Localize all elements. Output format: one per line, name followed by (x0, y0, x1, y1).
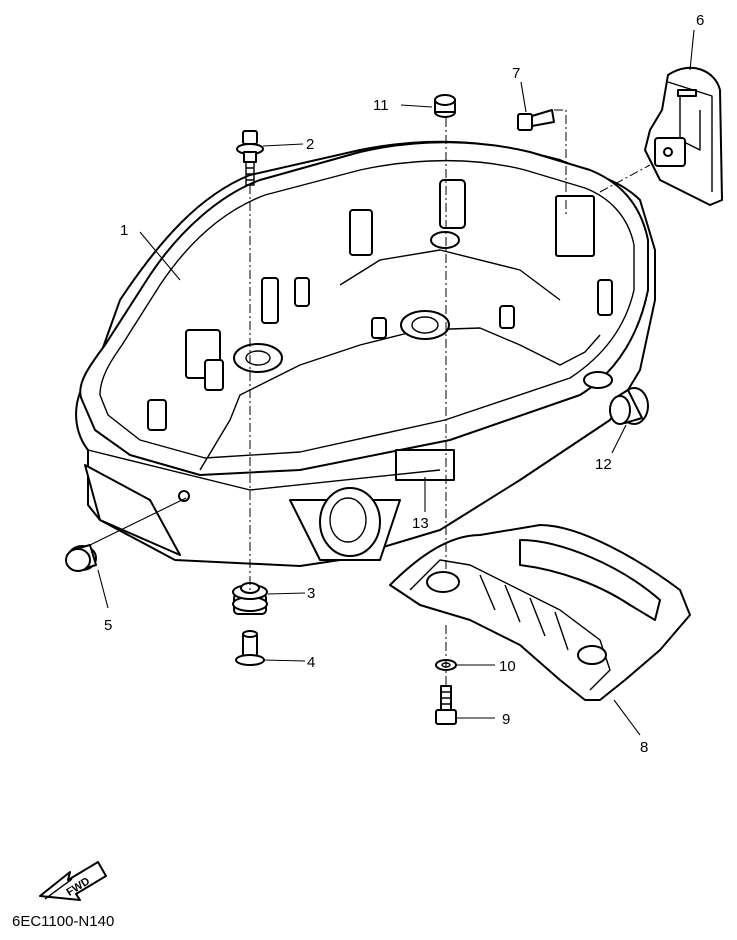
callout-10: 10 (499, 658, 516, 675)
diagram-code: 6EC1100-N140 (12, 913, 114, 930)
fwd-arrow-icon: FWD (39, 861, 107, 901)
assembly-axes (249, 109, 651, 686)
callout-9: 9 (502, 711, 510, 728)
part-4-collar (235, 630, 265, 666)
part-5-plug (65, 544, 97, 572)
part-11-nut (430, 94, 460, 249)
bottom-cowling (75, 140, 656, 567)
callout-3: 3 (307, 585, 315, 602)
callout-1: 1 (120, 222, 128, 239)
callout-6: 6 (696, 12, 704, 29)
callout-11: 11 (373, 97, 389, 114)
part-7-screw (517, 109, 555, 131)
part-6-bracket (644, 66, 723, 206)
callout-13: 13 (412, 515, 429, 532)
callout-8: 8 (640, 739, 648, 756)
callout-4: 4 (307, 654, 315, 671)
callout-2: 2 (306, 136, 314, 153)
part-3-grommet (232, 582, 268, 615)
part-8-plate (389, 524, 691, 701)
part-12-grommet (609, 387, 649, 425)
part-2-bolt (236, 130, 264, 186)
callout-labels: 1 2 3 4 5 6 7 8 9 10 11 12 13 (104, 12, 704, 756)
callout-5: 5 (104, 617, 112, 634)
part-9-bolt (435, 685, 457, 725)
callout-12: 12 (595, 456, 612, 473)
callout-7: 7 (512, 65, 520, 82)
leader-lines (89, 29, 695, 736)
